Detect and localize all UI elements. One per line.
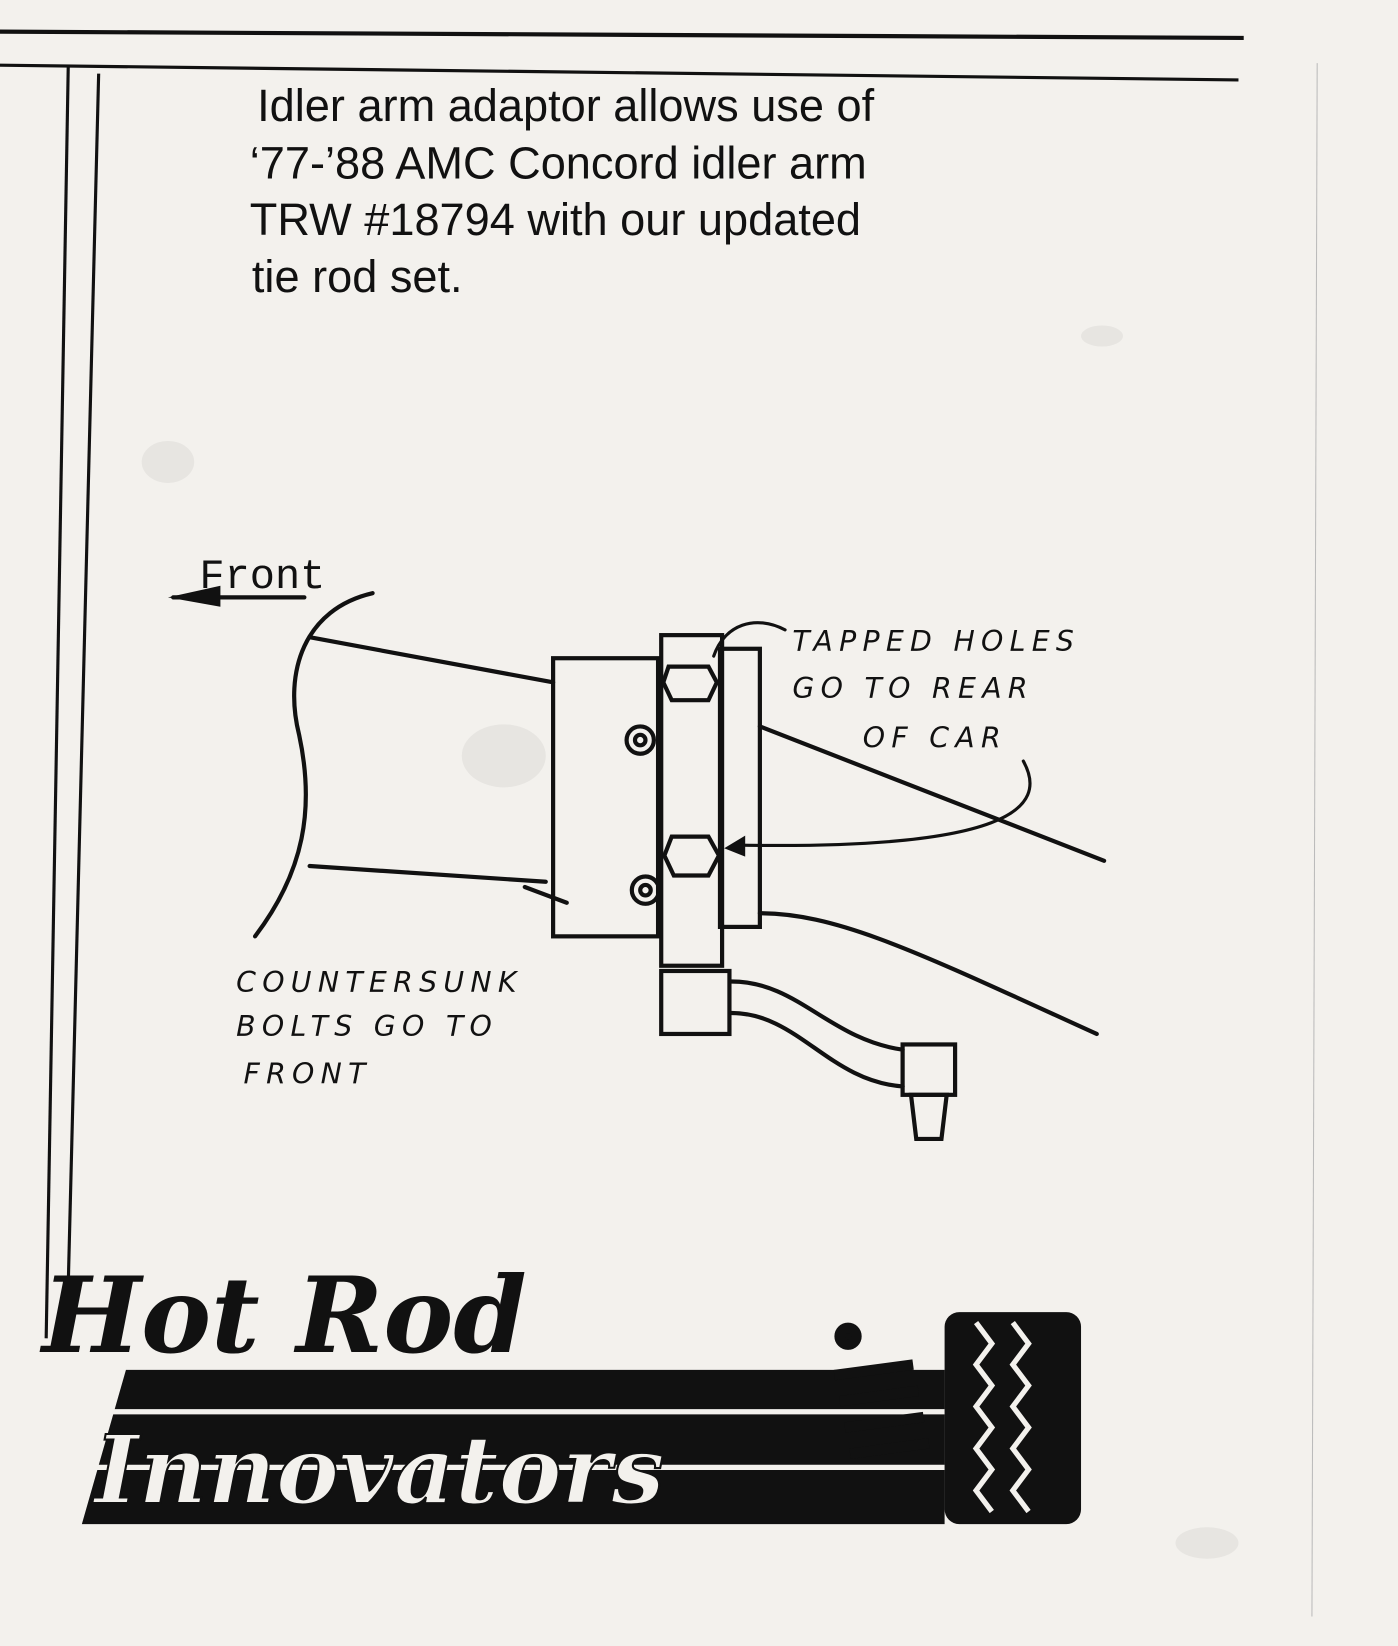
tie-rod xyxy=(757,911,1099,1037)
logo-line2: Innovators xyxy=(91,1415,664,1526)
description-line: TRW #18794 with our updated xyxy=(250,194,861,245)
adaptor-plate xyxy=(551,656,661,939)
leader-line xyxy=(712,621,787,658)
hex-bolt xyxy=(662,834,722,878)
bracket-side xyxy=(717,646,762,930)
idler-arm-pivot xyxy=(659,968,732,1037)
description-line: Idler arm adaptor allows use of xyxy=(257,80,874,131)
paper-stains xyxy=(141,325,1239,1559)
hex-bolt xyxy=(661,664,720,703)
frame-end xyxy=(252,591,375,939)
arrow-head-icon xyxy=(167,585,221,607)
idler-arm xyxy=(729,979,905,1089)
description-line: tie rod set. xyxy=(252,251,463,302)
tie-rod xyxy=(757,724,1107,863)
coil-spring-icon xyxy=(833,1322,930,1459)
frame-rail-bottom xyxy=(307,863,569,905)
leader-line xyxy=(733,759,1032,848)
countersunk-bolt xyxy=(629,874,662,906)
countersunk-note: FRONT xyxy=(243,1057,371,1090)
logo-line1: Hot Rod xyxy=(39,1253,527,1377)
idler-arm-diagram: Front xyxy=(167,553,1107,1142)
frame-rules xyxy=(0,29,1318,1617)
countersunk-note: BOLTS GO TO xyxy=(236,1010,498,1043)
idler-bracket xyxy=(659,633,725,968)
tapped-holes-note: OF CAR xyxy=(863,721,1007,754)
ball-stud xyxy=(908,1092,950,1142)
hot-rod-innovators-logo: Hot Rod Innovators xyxy=(39,1253,1082,1527)
countersunk-bolt xyxy=(624,724,656,756)
frame-rail-top xyxy=(307,635,556,685)
ball-joint xyxy=(900,1042,958,1097)
tapped-holes-note: GO TO REAR xyxy=(792,672,1033,705)
countersunk-note: COUNTERSUNK xyxy=(236,966,523,999)
description-line: ‘77-’88 AMC Concord idler arm xyxy=(250,138,867,189)
tapped-holes-note: TAPPED HOLES xyxy=(792,625,1080,658)
